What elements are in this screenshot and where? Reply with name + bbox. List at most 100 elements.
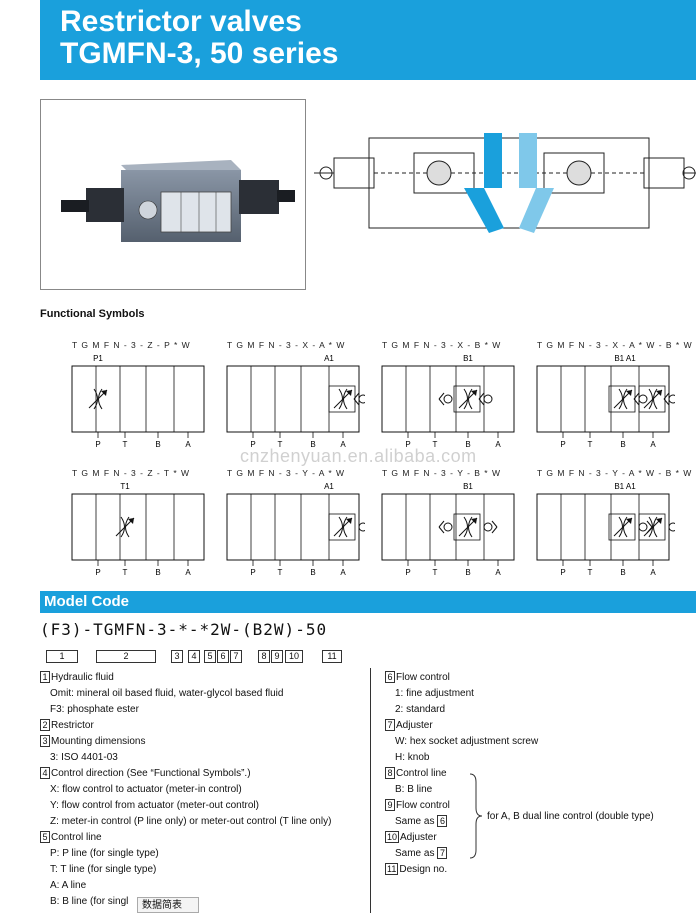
item-title: Flow control: [396, 672, 450, 683]
model-code-option: 2: standard: [385, 702, 538, 718]
model-code-banner: Model Code: [40, 591, 696, 613]
option-text: P: P line (for single type): [50, 848, 159, 859]
model-code-option: 1: fine adjustment: [385, 686, 538, 702]
symbol-top-port-label: B1: [463, 354, 473, 363]
option-text: T: T line (for single type): [50, 864, 157, 875]
model-code-option: B: B line (for singl: [40, 894, 331, 910]
symbol-code-label: T G M F N - 3 - X - A * W - B * W: [537, 340, 693, 350]
option-text: Same as: [395, 848, 435, 859]
model-code-option: B: B line: [385, 782, 538, 798]
watermark: cnzhenyuan.en.alibaba.com: [240, 446, 477, 466]
port-label-p: P: [95, 568, 100, 576]
item-title: Adjuster: [396, 720, 433, 731]
port-label-p: P: [560, 440, 565, 448]
code-box-6: 6: [217, 650, 229, 663]
model-code-option: H: knob: [385, 750, 538, 766]
reference-number-box: 7: [437, 847, 448, 859]
item-number-box: 6: [385, 671, 395, 683]
code-box-4: 4: [188, 650, 200, 663]
item-number-box: 9: [385, 799, 395, 811]
port-label-t: T: [123, 440, 128, 448]
option-text: Y: flow control from actuator (meter-out…: [50, 800, 259, 811]
port-label-b: B: [155, 440, 160, 448]
port-label-b: B: [465, 440, 470, 448]
port-label-p: P: [95, 440, 100, 448]
port-label-a: A: [185, 568, 191, 576]
reference-number-box: 6: [437, 815, 448, 827]
code-box-1: 1: [46, 650, 78, 663]
model-code-option: A: A line: [40, 878, 331, 894]
option-text: Same as: [395, 816, 435, 827]
brace: [469, 773, 483, 859]
item-number-box: 11: [385, 863, 399, 875]
option-text: 1: fine adjustment: [395, 688, 474, 699]
port-label-a: A: [650, 440, 656, 448]
port-label-a: A: [340, 568, 346, 576]
symbol-code-label: T G M F N - 3 - Z - T * W: [72, 468, 191, 478]
code-box-11: 11: [322, 650, 342, 663]
item-number-box: 4: [40, 767, 50, 779]
symbol-top-port-label: B1 A1: [614, 354, 636, 363]
code-box-10: 10: [285, 650, 303, 663]
model-code-heading: Model Code: [44, 593, 129, 610]
title-line-2: TGMFN-3, 50 series: [60, 37, 339, 70]
port-label-a: A: [340, 440, 346, 448]
port-label-t: T: [433, 568, 438, 576]
port-label-a: A: [495, 568, 501, 576]
symbol-top-port-label: T1: [120, 482, 130, 491]
option-text: W: hex socket adjustment screw: [395, 736, 539, 747]
item-title: Mounting dimensions: [51, 736, 146, 747]
port-label-p: P: [405, 440, 410, 448]
code-box-5: 5: [204, 650, 216, 663]
code-box-2: 2: [96, 650, 156, 663]
code-box-3: 3: [171, 650, 183, 663]
code-box-9: 9: [271, 650, 283, 663]
port-label-t: T: [123, 568, 128, 576]
item-number-box: 7: [385, 719, 395, 731]
option-text: F3: phosphate ester: [50, 704, 139, 715]
option-text: H: knob: [395, 752, 430, 763]
item-number-box: 8: [385, 767, 395, 779]
dual-line-note: for A, B dual line control (double type): [487, 811, 654, 822]
item-number-box: 3: [40, 735, 50, 747]
port-label-b: B: [620, 440, 625, 448]
symbol-code-label: T G M F N - 3 - Z - P * W: [72, 340, 191, 350]
item-title: Flow control: [396, 800, 450, 811]
port-label-p: P: [405, 568, 410, 576]
item-title: Hydraulic fluid: [51, 672, 114, 683]
symbol-code-label: T G M F N - 3 - X - B * W: [382, 340, 502, 350]
port-label-a: A: [495, 440, 501, 448]
model-code-option: 3: ISO 4401-03: [40, 750, 331, 766]
item-title: Control line: [51, 832, 102, 843]
port-label-b: B: [620, 568, 625, 576]
item-number-box: 1: [40, 671, 50, 683]
cross-section-drawing: [314, 133, 696, 233]
model-code-string: (F3)-TGMFN-3-*-*2W-(B2W)-50: [40, 620, 328, 639]
symbol-top-port-label: P1: [93, 354, 103, 363]
port-label-b: B: [465, 568, 470, 576]
model-code-option: T: T line (for single type): [40, 862, 331, 878]
port-label-p: P: [560, 568, 565, 576]
symbol-code-label: T G M F N - 3 - X - A * W: [227, 340, 346, 350]
